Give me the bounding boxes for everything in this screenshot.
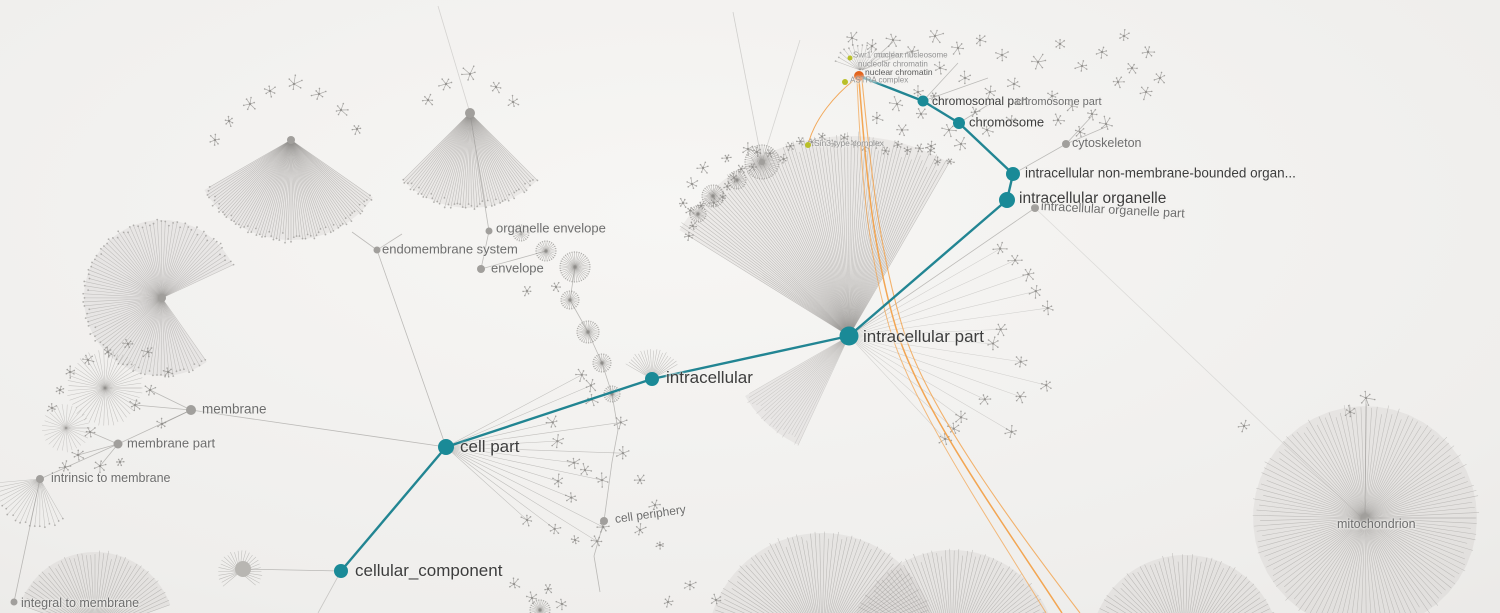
cytoskeleton-node[interactable] [1062, 140, 1070, 148]
mitochondrion-label[interactable]: mitochondrion [1337, 517, 1416, 531]
integral-to-membrane-node[interactable] [10, 598, 18, 606]
nuclear-nucleosome-label[interactable]: nuclear nucleosome [876, 50, 948, 60]
highlight-edges-orange [808, 79, 1081, 613]
membrane-part-label[interactable]: membrane part [127, 435, 216, 451]
chromosome-node[interactable] [953, 117, 965, 129]
organelle-envelope-label[interactable]: organelle envelope [496, 220, 606, 236]
cytoskeleton-label[interactable]: cytoskeleton [1072, 136, 1142, 150]
intracellular-label[interactable]: intracellular [666, 368, 753, 387]
cluster-a-center-node[interactable] [287, 136, 295, 144]
cellular-component-label[interactable]: cellular_component [355, 561, 503, 580]
intrinsic-to-membrane-node[interactable] [36, 475, 44, 483]
cell-periphery-node[interactable] [600, 517, 608, 525]
chromosomal-part-node[interactable] [917, 95, 929, 107]
decor-fan-clusters [0, 43, 1480, 613]
integral-to-membrane-label[interactable]: integral to membrane [21, 596, 140, 610]
chromosomal-part-label[interactable]: chromosomal part [932, 94, 1029, 108]
mitochondrion-node[interactable] [1360, 513, 1370, 523]
intracellular-part-label[interactable]: intracellular part [863, 327, 984, 346]
sin3-type-complex-label[interactable]: Sin3-type complex [814, 138, 884, 148]
intracellular-part-node[interactable] [839, 326, 859, 346]
cluster-c-center-node[interactable] [158, 294, 166, 302]
intrinsic-to-membrane-label[interactable]: intrinsic to membrane [51, 471, 171, 485]
cluster-disc-node[interactable] [235, 561, 251, 577]
astra-complex-node[interactable] [842, 79, 848, 85]
envelope-node[interactable] [477, 265, 485, 273]
intracellular-organelle-label[interactable]: intracellular organelle [1019, 190, 1167, 207]
cluster-b-center-node[interactable] [465, 108, 475, 118]
nuclear-chromatin-label[interactable]: nuclear chromatin [865, 67, 933, 77]
organelle-envelope-node[interactable] [485, 227, 493, 235]
cell-part-label[interactable]: cell part [460, 437, 520, 456]
swr1-complex-node[interactable] [847, 55, 853, 61]
intracellular-node[interactable] [645, 372, 659, 386]
cellular-component-node[interactable] [334, 564, 348, 578]
intracellular-organelle-node[interactable] [999, 192, 1015, 208]
chromosome-label[interactable]: chromosome [969, 114, 1045, 130]
nuclear-chromatin-node[interactable] [854, 71, 864, 81]
endomembrane-system-label[interactable]: endomembrane system [382, 241, 518, 257]
nucleolar-chromatin-label[interactable]: nucleolar chromatin [858, 59, 928, 69]
cell-part-node[interactable] [438, 439, 454, 455]
sin3-type-complex-node[interactable] [805, 142, 811, 148]
membrane-label[interactable]: membrane [202, 401, 267, 417]
swr1-complex-label[interactable]: Swr1 complex [853, 50, 904, 60]
envelope-label[interactable]: envelope [491, 260, 544, 276]
intracellular-non-membrane-bounded-organelle-label[interactable]: intracellular non-membrane-bounded organ… [1025, 165, 1296, 181]
endomembrane-system-node[interactable] [373, 246, 381, 254]
membrane-part-node[interactable] [113, 439, 123, 449]
highlight-path-edges [340, 74, 1015, 572]
graph-nodes [10, 55, 1370, 606]
graph-edges-gray [13, 5, 1367, 613]
decor-star-leaves [46, 28, 1376, 611]
intracellular-non-membrane-bounded-organelle-node[interactable] [1006, 167, 1020, 181]
astra-complex-label[interactable]: ASTRA complex [850, 75, 909, 85]
rosette-center-node[interactable] [759, 159, 765, 165]
chromosome-part-label[interactable]: chromosome part [1016, 96, 1102, 108]
intracellular-organelle-part-node[interactable] [1031, 204, 1039, 212]
membrane-node[interactable] [186, 405, 196, 415]
